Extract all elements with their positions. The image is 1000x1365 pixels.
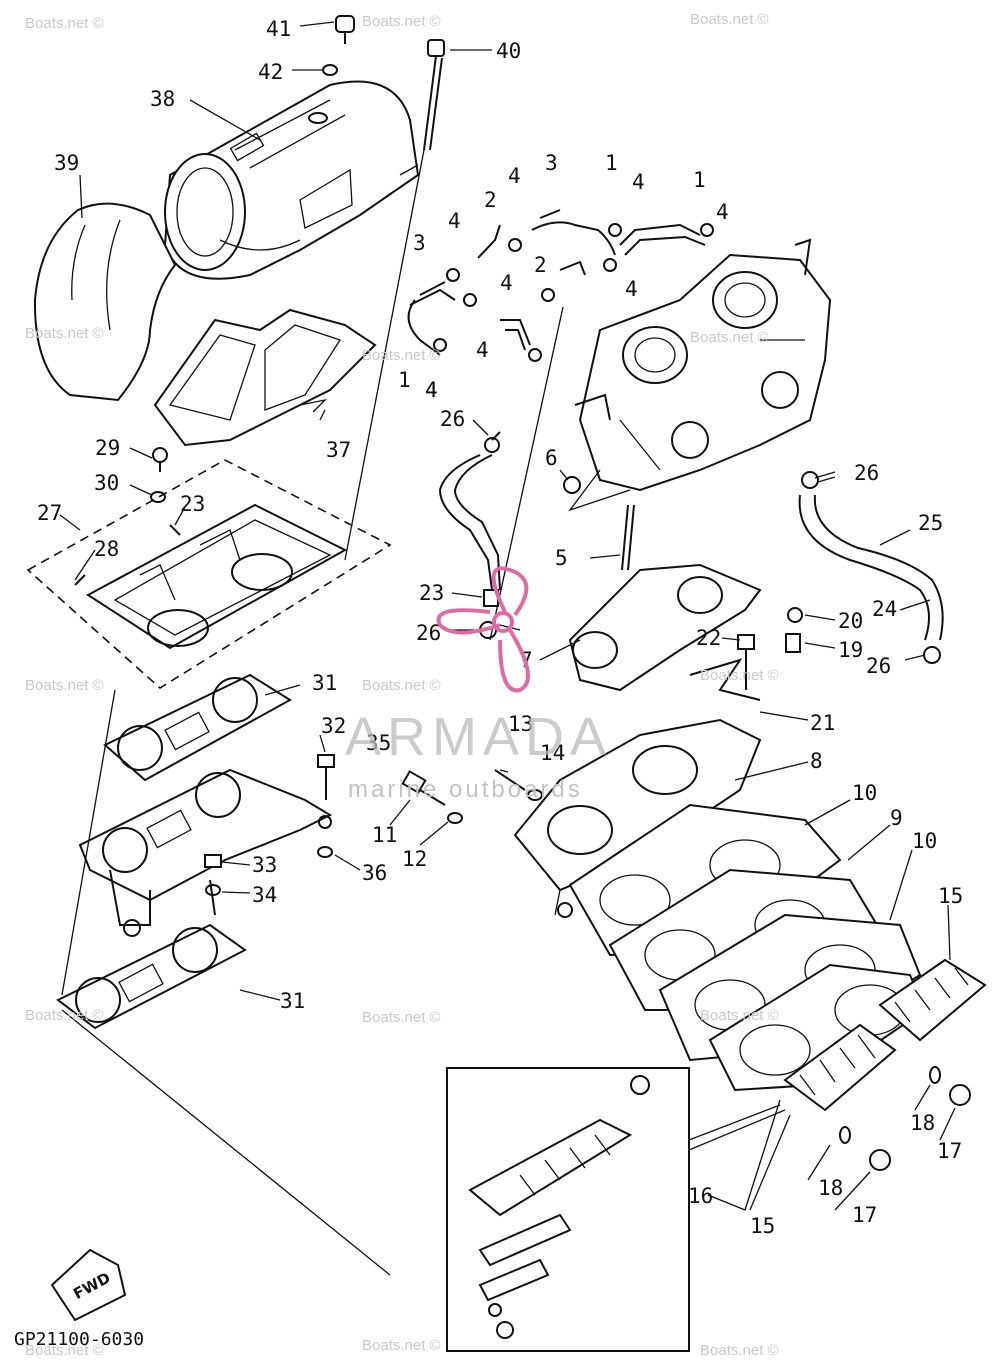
callout-label: 15 [750, 1214, 775, 1238]
callout-label: 10 [852, 781, 877, 805]
callout-label: 20 [838, 609, 863, 633]
carburetor-assembly-drawing [563, 238, 832, 571]
callout-label: 30 [94, 471, 119, 495]
callout-label: 34 [252, 883, 277, 907]
callout-label: 8 [810, 749, 823, 773]
callout-label: 39 [54, 151, 79, 175]
callout-label: 29 [95, 436, 120, 460]
callout-label: 4 [500, 271, 513, 295]
callout-label: 18 [910, 1111, 935, 1135]
callout-label: 4 [632, 170, 645, 194]
intake-manifold-drawing [401, 563, 803, 918]
callout-label: 28 [94, 537, 119, 561]
callout-label: 1 [398, 368, 411, 392]
callout-label: 31 [280, 989, 305, 1013]
callout-label: 3 [413, 231, 426, 255]
cylinder-head-cover-drawing [26, 447, 392, 689]
callout-label: 38 [150, 87, 175, 111]
callout-label: 24 [872, 597, 897, 621]
callout-label: 33 [252, 853, 277, 877]
callout-label: 15 [938, 884, 963, 908]
callout-label: 17 [852, 1203, 877, 1227]
callout-label: 21 [810, 711, 835, 735]
callout-label: 35 [366, 731, 391, 755]
callout-label: 2 [484, 188, 497, 212]
watermark: Boats.net © [25, 1342, 104, 1359]
watermark: Boats.net © [362, 677, 441, 694]
watermark: Boats.net © [700, 667, 779, 684]
callout-labels: 41 42 40 38 39 3 4 1 2 1 4 4 3 4 2 4 4 4… [37, 17, 963, 1238]
cylinder-gaskets-drawing [56, 673, 391, 1276]
callout-label: 36 [362, 861, 387, 885]
reed-plates-drawing [568, 803, 927, 1092]
brand-tagline: marine outboards [348, 776, 583, 803]
callout-label: 2 [534, 253, 547, 277]
callout-label: 5 [555, 546, 568, 570]
callout-label: 13 [508, 712, 533, 736]
callout-label: 4 [425, 378, 438, 402]
callout-label: 22 [696, 626, 721, 650]
callout-label: 19 [838, 638, 863, 662]
callout-label: 27 [37, 501, 62, 525]
callout-label: 4 [476, 338, 489, 362]
reed-valves-drawing [446, 958, 987, 1352]
watermark: Boats.net © [362, 1009, 441, 1026]
callout-label: 14 [540, 741, 565, 765]
watermark: Boats.net © [700, 1007, 779, 1024]
brand-name: ARMADA [345, 707, 612, 767]
callout-label: 17 [937, 1139, 962, 1163]
callout-label: 41 [266, 17, 291, 41]
watermark: Boats.net © [25, 677, 104, 694]
forward-direction-badge: FWD [50, 1248, 127, 1322]
watermark: Boats.net © [690, 329, 769, 346]
callout-label: 16 [688, 1184, 713, 1208]
callout-label: 12 [402, 847, 427, 871]
air-filter-gasket-drawing [153, 308, 377, 447]
callout-label: 10 [912, 829, 937, 853]
callout-label: 11 [372, 823, 397, 847]
hoses-fittings-drawing [407, 209, 714, 641]
callout-label: 40 [496, 39, 521, 63]
callout-label: 4 [508, 164, 521, 188]
watermark: Boats.net © [690, 11, 769, 28]
callout-label: 26 [440, 407, 465, 431]
callout-label: 26 [416, 621, 441, 645]
watermark: Boats.net © [362, 1337, 441, 1354]
callout-label: 42 [258, 60, 283, 84]
watermark-layer: Boats.net © Boats.net © Boats.net © Boat… [25, 11, 779, 1359]
callout-label: 18 [818, 1176, 843, 1200]
intake-silencer-drawing [33, 15, 445, 561]
part-code: GP21100-6030 [14, 1329, 144, 1350]
callout-label: 3 [545, 151, 558, 175]
callout-label: 1 [693, 168, 706, 192]
brand-overlay: ARMADA marine outboards [345, 566, 612, 803]
callout-label: 9 [890, 806, 903, 830]
callout-label: 31 [312, 671, 337, 695]
callout-label: 6 [545, 446, 558, 470]
watermark: Boats.net © [362, 13, 441, 30]
watermark: Boats.net © [25, 15, 104, 32]
callout-label: 32 [321, 714, 346, 738]
watermark: Boats.net © [700, 1342, 779, 1359]
callout-label: 25 [918, 511, 943, 535]
watermark: Boats.net © [25, 325, 104, 342]
callout-label: 37 [326, 438, 351, 462]
callout-label: 23 [419, 581, 444, 605]
propeller-logo-icon [436, 566, 530, 693]
fuel-hose-drawing [438, 431, 944, 664]
callout-label: 4 [425, 378, 438, 402]
callout-label: 26 [866, 654, 891, 678]
callout-label: 23 [180, 492, 205, 516]
callout-label: 26 [854, 461, 879, 485]
watermark: Boats.net © [25, 1007, 104, 1024]
callout-label: 4 [716, 200, 729, 224]
watermark: Boats.net © [362, 347, 441, 364]
callout-label: 4 [625, 277, 638, 301]
callout-label: 4 [448, 209, 461, 233]
leader-lines [59, 21, 956, 1211]
callout-label: 1 [605, 151, 618, 175]
